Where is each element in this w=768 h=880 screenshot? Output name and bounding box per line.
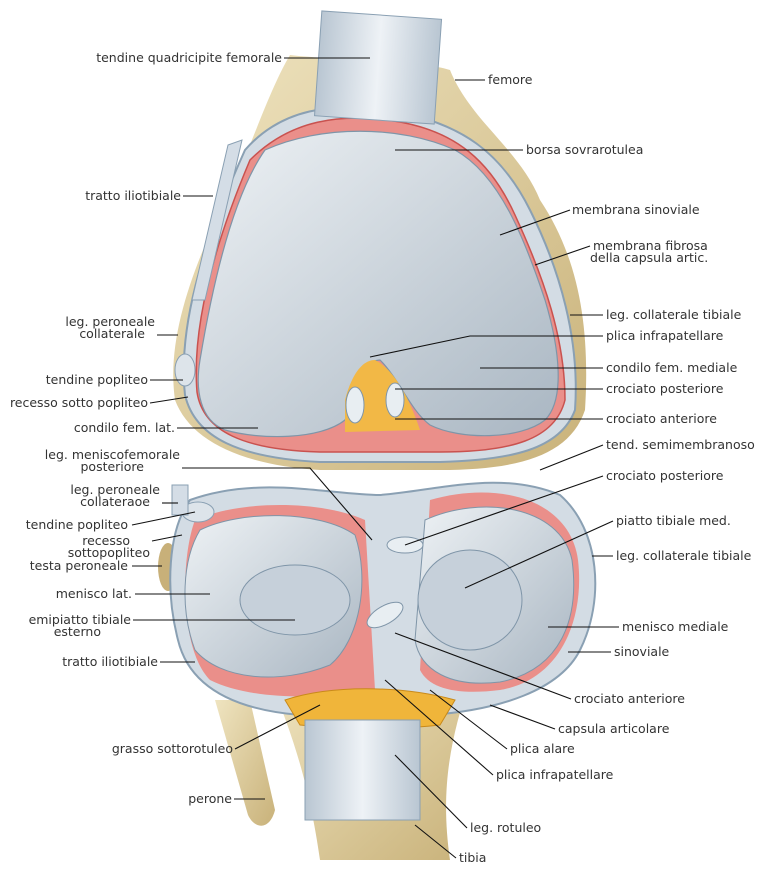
lateral-tibial-plateau [239,564,351,636]
label-suprapatellar-bursa: borsa sovrarotulea [526,142,643,157]
label-tibial-collateral-top: leg. collaterale tibiale [606,307,742,322]
label-infrapatellar-plica-bottom: plica infrapatellare [496,767,614,782]
label-infrapatellar-fat: grasso sottorotuleo [112,741,233,756]
label-lateral-condyle: condilo fem. lat. [74,420,175,435]
label-fibrous-membrane-2: della capsula artic. [590,250,708,265]
label-quadriceps-tendon: tendine quadricipite femorale [96,50,282,65]
femoral-condyles [197,130,559,438]
anterior-cruciate-top [385,382,405,418]
label-tibia: tibia [459,850,486,865]
label-fibrous-membrane: membrana fibrosa [593,238,708,253]
label-femur: femore [488,72,533,87]
label-meniscofemoral-2: posteriore [80,459,144,474]
label-subpopliteal-recess-bottom-2: sottopopliteo [68,545,150,560]
label-fibular-collateral-top-2: collaterale [79,326,145,341]
label-subpopliteal-recess-bottom: recesso [82,533,130,548]
tibia-section [158,481,597,860]
label-fibular-collateral-bottom: leg. peroneale [70,482,160,497]
femur-section [173,10,587,470]
label-medial-meniscus: menisco mediale [622,619,729,634]
quadriceps-tendon [313,10,443,125]
label-popliteus-tendon-top: tendine popliteo [46,372,148,387]
label-joint-capsule: capsula articolare [558,721,670,736]
anterior-cruciate-bottom [366,601,404,629]
label-alar-fold: plica alare [510,741,575,756]
leader-lines [131,57,619,859]
label-semimembranosus: tend. semimembranoso [606,437,755,452]
label-acl-top: crociato anteriore [606,411,717,426]
intercondylar-fat [345,360,420,432]
label-fibular-collateral-top: leg. peroneale [65,314,155,329]
label-medial-plateau: piatto tibiale med. [616,513,731,528]
label-infrapatellar-plica-top: plica infrapatellare [606,328,724,343]
label-fibular-collateral-bottom-2: collateraoe [80,494,150,509]
label-synovial: sinoviale [614,644,670,659]
fibula-bone [215,700,275,826]
label-subpopliteal-recess-top: recesso sotto popliteo [10,395,148,410]
label-fibula: perone [188,791,232,806]
label-acl-bottom: crociato anteriore [574,691,685,706]
label-fibular-head: testa peroneale [30,558,129,573]
label-patellar-ligament: leg. rotuleo [470,820,541,835]
label-lateral-plateau: emipiatto tibiale [29,612,132,627]
label-pcl-bottom: crociato posteriore [606,468,724,483]
label-synovial-membrane: membrana sinoviale [572,202,700,217]
medial-tibial-plateau [417,549,523,651]
posterior-cruciate-top [345,386,365,424]
label-lateral-meniscus: menisco lat. [56,586,132,601]
popliteus-tendon-top [174,353,196,387]
label-iliotibial-tract-top: tratto iliotibiale [85,188,181,203]
label-tibial-collateral-bottom: leg. collaterale tibiale [616,548,752,563]
label-popliteus-tendon-bottom: tendine popliteo [26,517,128,532]
label-meniscofemoral: leg. meniscofemorale [45,447,181,462]
patellar-ligament [304,719,421,821]
iliotibial-tract-top [191,139,243,301]
left-labels: tendine quadricipite femorale tratto ili… [10,50,282,806]
label-medial-condyle: condilo fem. mediale [606,360,738,375]
label-lateral-plateau-2: esterno [54,624,101,639]
fibular-collateral-bottom [171,484,189,516]
label-iliotibial-tract-bottom: tratto iliotibiale [62,654,158,669]
label-pcl-top: crociato posteriore [606,381,724,396]
right-labels: femore borsa sovrarotulea membrana sinov… [459,72,755,865]
